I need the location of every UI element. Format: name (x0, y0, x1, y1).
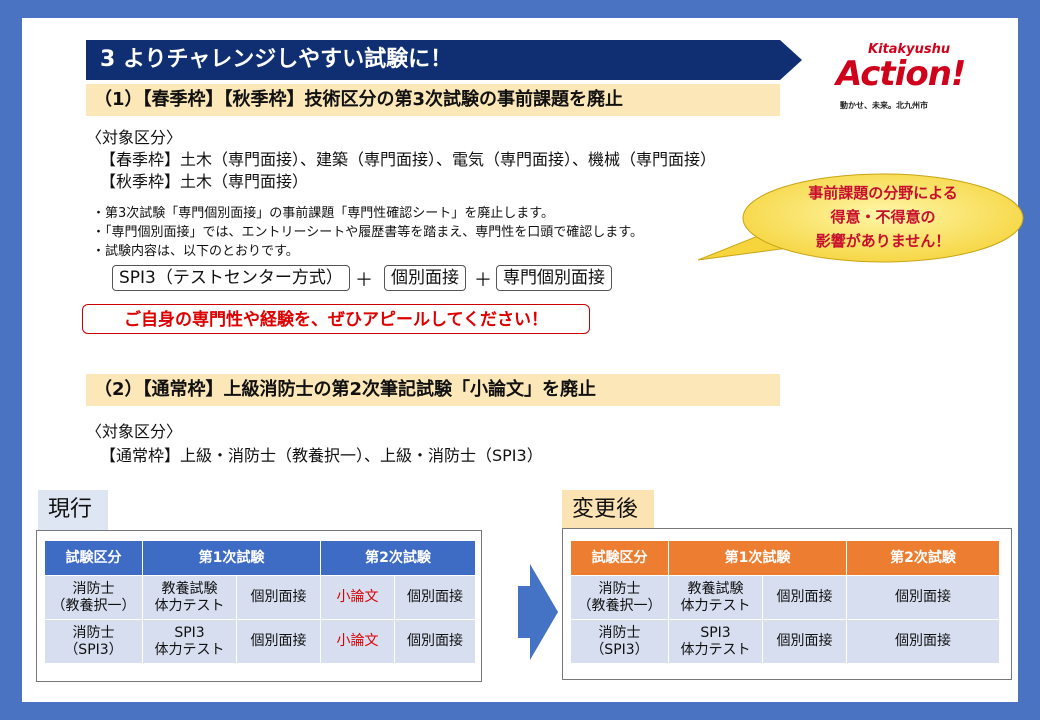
section1-target-line1: 【春季枠】土木（専門面接）、建築（専門面接）、電気（専門面接）、機械（専門面接） (100, 150, 717, 169)
exam-box-interview: 個別面接 (384, 265, 466, 291)
plus-sign-2: ＋ (474, 270, 492, 291)
after-table: 試験区分 第1次試験 第2次試験 消防士 （教養択一） 教養試験 体力テスト 個… (562, 528, 1012, 680)
after-label: 変更後 (562, 490, 654, 530)
after-row1-category-l1: 消防士 (598, 580, 641, 597)
slide: 3 よりチャレンジしやすい試験に！ Kitakyushu Action! 動かせ… (22, 18, 1024, 702)
current-header-category: 試験区分 (45, 541, 143, 575)
bubble-line1: 事前課題の分野による (808, 184, 958, 202)
current-row2-first-a-l1: SPI3 (174, 624, 205, 641)
appeal-message: ご自身の専門性や経験を、ぜひアピールしてください！ (82, 304, 590, 334)
current-row2-category-l1: 消防士 (72, 624, 115, 641)
bubble-line2: 得意・不得意の (830, 208, 936, 226)
page-title: 3 よりチャレンジしやすい試験に！ (86, 40, 780, 80)
section1-heading: （1）【春季枠】【秋季枠】技術区分の第3次試験の事前課題を廃止 (86, 84, 780, 116)
current-row2-second-a: 小論文 (321, 619, 395, 663)
logo: Kitakyushu Action! 動かせ、未来。北九州市 (830, 42, 990, 118)
after-header-category: 試験区分 (571, 541, 669, 575)
current-row1-first-a-l2: 体力テスト (154, 597, 225, 614)
after-row1-category-l2: （教養択一） (577, 597, 662, 614)
current-row1-category-l1: 消防士 (72, 580, 115, 597)
current-header-second: 第2次試験 (321, 541, 475, 575)
section1-target-label: 〈対象区分〉 (86, 128, 183, 147)
speech-bubble: 事前課題の分野による 得意・不得意の 影響がありません！ (698, 170, 1028, 280)
after-row2-category-l1: 消防士 (598, 624, 641, 641)
current-row2-category: 消防士 （SPI3） (45, 619, 143, 663)
right-arrow-icon (518, 564, 558, 660)
section1-bullet2: ・「専門個別面接」では、エントリーシートや履歴書等を踏まえ、専門性を口頭で確認し… (92, 225, 643, 240)
speech-bubble-shape (698, 173, 1024, 263)
current-row2-category-l2: （SPI3） (64, 641, 123, 658)
after-row1-first-a-l1: 教養試験 (687, 580, 744, 597)
current-label: 現行 (38, 490, 108, 530)
after-row2-first-a: SPI3 体力テスト (669, 619, 763, 663)
current-row2-first-a: SPI3 体力テスト (143, 619, 237, 663)
section2-target-label: 〈対象区分〉 (86, 422, 183, 441)
section2-target-line1: 【通常枠】上級・消防士（教養択一）、上級・消防士（SPI3） (100, 446, 543, 465)
after-row2-second: 個別面接 (847, 619, 999, 663)
current-table: 試験区分 第1次試験 第2次試験 消防士 （教養択一） 教養試験 体力テスト 個… (36, 530, 482, 682)
after-row1-first-b: 個別面接 (763, 575, 847, 619)
after-row1-first-a: 教養試験 体力テスト (669, 575, 763, 619)
current-row2-first-a-l2: 体力テスト (154, 641, 225, 658)
after-row1-first-a-l2: 体力テスト (680, 597, 751, 614)
plus-sign-1: ＋ (355, 270, 373, 291)
section1-bullet1: ・第3次試験「専門個別面接」の事前課題「専門性確認シート」を廃止します。 (92, 206, 554, 221)
current-row1-first-b: 個別面接 (237, 575, 321, 619)
logo-top: Kitakyushu (868, 42, 951, 57)
after-header-second: 第2次試験 (847, 541, 999, 575)
after-row2-category: 消防士 （SPI3） (571, 619, 669, 663)
logo-tagline: 動かせ、未来。北九州市 (840, 101, 928, 110)
after-row2-category-l2: （SPI3） (590, 641, 649, 658)
exam-box-specialist-interview: 専門個別面接 (496, 265, 612, 291)
logo-main: Action! (836, 54, 966, 94)
current-row2-first-b: 個別面接 (237, 619, 321, 663)
current-row1-first-a: 教養試験 体力テスト (143, 575, 237, 619)
title-arrow (780, 40, 802, 80)
current-row1-category: 消防士 （教養択一） (45, 575, 143, 619)
section1-target-line2: 【秋季枠】土木（専門面接） (100, 172, 309, 191)
after-row2-first-b: 個別面接 (763, 619, 847, 663)
after-row2-first-a-l1: SPI3 (700, 624, 731, 641)
after-header-first: 第1次試験 (669, 541, 847, 575)
after-row1-category: 消防士 （教養択一） (571, 575, 669, 619)
after-row1-second: 個別面接 (847, 575, 999, 619)
section2-heading: （2）【通常枠】上級消防士の第2次筆記試験「小論文」を廃止 (86, 374, 780, 406)
current-row1-second-a: 小論文 (321, 575, 395, 619)
current-row2-second-b: 個別面接 (395, 619, 475, 663)
after-row2-first-a-l2: 体力テスト (680, 641, 751, 658)
current-header-first: 第1次試験 (143, 541, 321, 575)
bubble-line3: 影響がありません！ (815, 232, 951, 250)
current-row1-category-l2: （教養択一） (51, 597, 136, 614)
exam-box-spi3: SPI3（テストセンター方式） (112, 265, 350, 291)
current-row1-first-a-l1: 教養試験 (161, 580, 218, 597)
section1-bullet3: ・試験内容は、以下のとおりです。 (92, 244, 299, 259)
current-row1-second-b: 個別面接 (395, 575, 475, 619)
